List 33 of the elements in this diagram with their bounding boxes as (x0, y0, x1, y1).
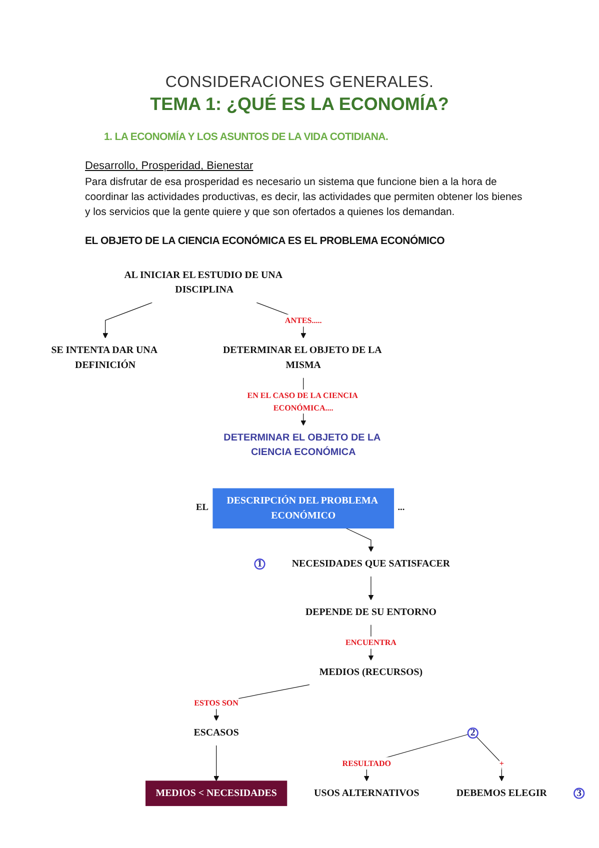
diagram-heading: EL OBJETO DE LA CIENCIA ECONÓMICA ES EL PROBLEMA ECONÓMICO (85, 235, 445, 247)
edge-label: EN EL CASO DE LA CIENCIA ECONÓMICA.... (247, 390, 358, 412)
node-text: NECESIDADES QUE SATISFACER (292, 558, 450, 570)
node-text: DETERMINAR EL OBJETO DE LA MISMA (222, 344, 382, 370)
node-text: AL INICIAR EL ESTUDIO DE UNA DISCIPLINA (124, 270, 282, 296)
side-text: EL (196, 504, 208, 514)
section-heading: 1. LA ECONOMÍA Y LOS ASUNTOS DE LA VIDA COTIDIANA. (104, 131, 388, 143)
node-text: SE INTENTA DAR UNA DEFINICIÓN (51, 344, 157, 370)
edge-label: ANTES..... (284, 316, 322, 325)
arrow (345, 528, 374, 552)
node-text: USOS ALTERNATIVOS (314, 788, 420, 798)
subheading: Desarrollo, Prosperidad, Bienestar (85, 160, 254, 172)
node-circle: 1 (254, 558, 266, 570)
page-title: CONSIDERACIONES GENERALES. (165, 74, 434, 92)
node-circle: 3 (574, 788, 585, 799)
edge-label: ESTOS SON (194, 698, 238, 708)
node-box: MEDIOS < NECESIDADES (146, 780, 288, 806)
node-text: MEDIOS (RECURSOS) (319, 667, 423, 678)
node-text: ESCASOS (194, 727, 239, 738)
node-circle: 2 (467, 727, 478, 739)
edge-label: ENCUENTRA (345, 638, 396, 647)
arrow (368, 576, 374, 600)
node-text: DEBEMOS ELEGIR (456, 788, 547, 798)
node-box: DESCRIPCIÓN DEL PROBLEMA ECONÓMICO (212, 488, 394, 528)
topic-heading: TEMA 1: ¿QUÉ ES LA ECONOMÍA? (150, 94, 449, 115)
side-text: ... (398, 504, 405, 514)
edge-label: + (499, 758, 504, 768)
node-text: DEPENDE DE SU ENTORNO (305, 606, 436, 618)
edge-label: RESULTADO (342, 758, 392, 768)
arrow (214, 745, 220, 782)
body-paragraph: Para disfrutar de esa prosperidad es necesario un sistema que funcione bien a la hora de coordinar las actividades productivas, es decir, las actividades que permiten obtener los bienes y los servicios que la gente quiere y que son ofertados a quienes los demandan. (85, 176, 524, 220)
arrow (102, 302, 152, 338)
node-text: DETERMINAR EL OBJETO DE LA CIENCIA ECONÓMICA (224, 432, 380, 458)
